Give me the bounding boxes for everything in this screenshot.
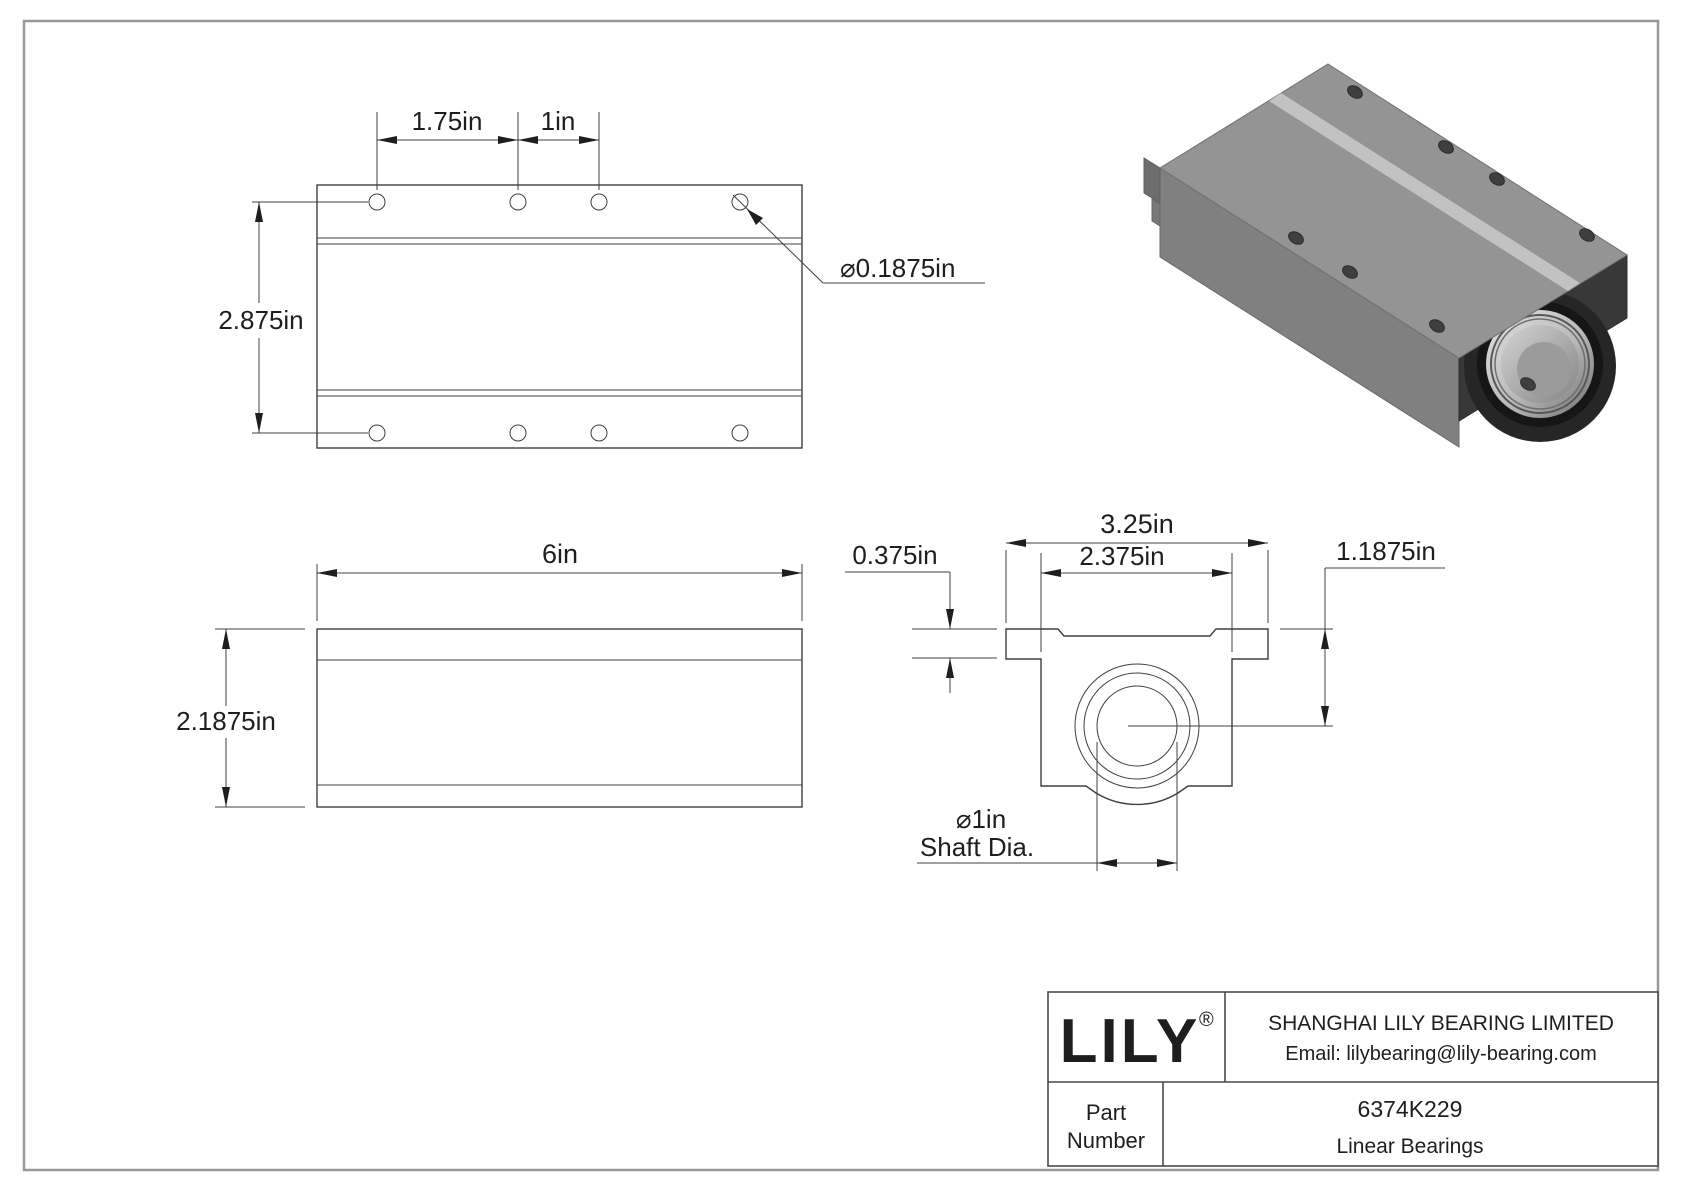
page-border	[22, 19, 1660, 1172]
part-label-line2: Number	[1067, 1128, 1145, 1153]
model-top-face	[1159, 63, 1628, 359]
dim-height: 2.1875in	[176, 706, 276, 736]
title-block: LILY ® SHANGHAI LILY BEARING LIMITED Ema…	[1047, 991, 1659, 1167]
dim-body-width: 2.375in	[1079, 541, 1164, 571]
model-screw-holes	[1288, 85, 1595, 391]
shaft-dia-value: ⌀1in	[956, 804, 1006, 834]
top-view-outline	[316, 184, 803, 449]
front-view-outline	[316, 628, 803, 808]
front-view: 6in 2.1875in	[176, 539, 803, 808]
registered-trademark-icon: ®	[1199, 1009, 1214, 1031]
end-view: 3.25in 2.375in 0.375in 1.1875in	[845, 509, 1445, 871]
top-view-dimensions: 1.75in 1in 2.875in ⌀0.1875in	[218, 106, 985, 434]
dim-hole-diameter: ⌀0.1875in	[840, 253, 955, 283]
model-flange-step-lower	[1151, 198, 1161, 227]
dim-center-height: 1.1875in	[1336, 536, 1436, 566]
part-category: Linear Bearings	[1336, 1135, 1483, 1158]
model-top-groove	[1269, 93, 1580, 291]
top-view: 1.75in 1in 2.875in ⌀0.1875in	[218, 106, 985, 449]
end-view-dimensions: 3.25in 2.375in 0.375in 1.1875in	[845, 509, 1445, 871]
dim-hole-spacing-a: 1.75in	[412, 106, 483, 136]
shaft-dia-label: Shaft Dia.	[920, 832, 1034, 862]
isometric-view	[1143, 63, 1628, 448]
top-view-mounting-holes	[368, 193, 749, 442]
title-block-border	[1047, 991, 1659, 1167]
dim-flange-thickness: 0.375in	[852, 540, 937, 570]
dim-length: 6in	[542, 539, 578, 569]
dim-flange-width: 3.25in	[1100, 509, 1174, 539]
model-flange-step	[1143, 157, 1161, 204]
company-email: Email: lilybearing@lily-bearing.com	[1285, 1043, 1597, 1065]
front-view-dimensions: 6in 2.1875in	[176, 539, 803, 808]
dim-hole-spacing-b: 1in	[541, 106, 576, 136]
dim-hole-row-spacing: 2.875in	[218, 305, 303, 335]
lily-logo: LILY	[1060, 1007, 1201, 1076]
part-number: 6374K229	[1358, 1096, 1463, 1122]
part-label-line1: Part	[1086, 1100, 1126, 1125]
company-name: SHANGHAI LILY BEARING LIMITED	[1268, 1012, 1614, 1035]
end-view-outline	[1005, 628, 1269, 806]
